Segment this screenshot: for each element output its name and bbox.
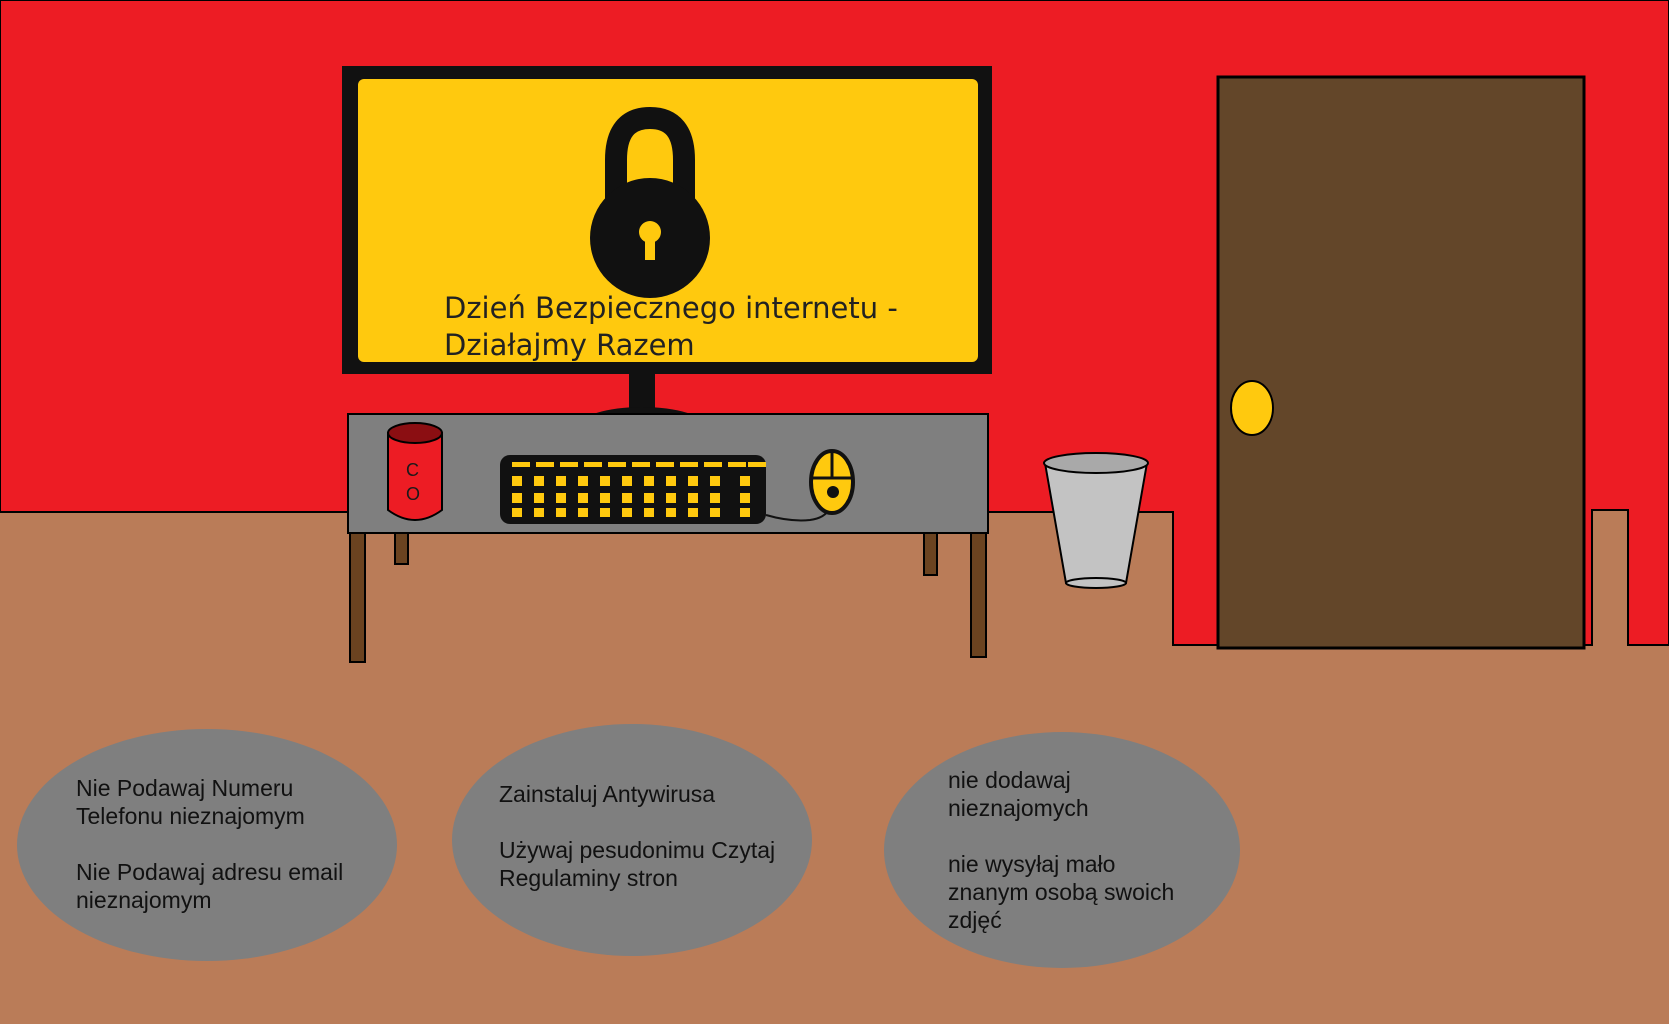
tip-2-line-a: Zainstaluj Antywirusa (499, 781, 716, 807)
tip-bubble-2 (452, 724, 812, 956)
keyboard-key[interactable] (632, 462, 650, 467)
keyboard-key[interactable] (556, 508, 566, 517)
keyboard-key[interactable] (644, 508, 654, 517)
screen-title-line-1: Dzień Bezpiecznego internetu - (444, 291, 898, 325)
keyboard-key[interactable] (512, 462, 530, 467)
keyboard-key[interactable] (644, 476, 654, 486)
keyboard-key[interactable] (584, 462, 602, 467)
keyboard-key[interactable] (534, 508, 544, 517)
keyboard-key[interactable] (578, 476, 588, 486)
keyboard-key[interactable] (622, 508, 632, 517)
screen-message: Dzień Bezpiecznego internetu - Działajmy… (444, 290, 964, 364)
keyboard-key[interactable] (666, 476, 676, 486)
can-letter-top: C (406, 460, 419, 480)
tip-1-line-a: Nie Podawaj Numeru Telefonu nieznajomym (76, 775, 305, 829)
keyboard-key[interactable] (688, 493, 698, 503)
keyboard-key[interactable] (748, 462, 766, 467)
keyboard-key[interactable] (710, 493, 720, 503)
keyboard-key[interactable] (600, 508, 610, 517)
keyboard-key[interactable] (512, 493, 522, 503)
desk-leg-left (349, 531, 366, 663)
keyboard-key[interactable] (534, 493, 544, 503)
tip-3-line-a: nie dodawaj nieznajomych (948, 767, 1089, 821)
door[interactable] (1216, 75, 1586, 650)
keyboard-key[interactable] (600, 476, 610, 486)
tip-bubble-1 (17, 729, 397, 961)
desk-leg-back-left (394, 531, 409, 565)
keyboard-key[interactable] (578, 493, 588, 503)
keyboard-key[interactable] (666, 508, 676, 517)
keyboard-key[interactable] (512, 476, 522, 486)
keyboard-key[interactable] (704, 462, 722, 467)
desk (347, 413, 989, 663)
keyhole-icon (639, 221, 661, 260)
keyboard-key[interactable] (608, 462, 626, 467)
keyboard-key[interactable] (534, 476, 544, 486)
keyboard[interactable] (500, 455, 766, 524)
keyboard-key[interactable] (688, 476, 698, 486)
keyboard-key[interactable] (556, 493, 566, 503)
keyboard-key[interactable] (622, 476, 632, 486)
keyboard-key[interactable] (622, 493, 632, 503)
keyboard-key[interactable] (688, 508, 698, 517)
keyboard-key[interactable] (728, 462, 746, 467)
keyboard-keys (512, 462, 766, 517)
keyboard-key[interactable] (644, 493, 654, 503)
mouse-wheel-icon (827, 486, 839, 498)
screen-title-line-2: Działajmy Razem (444, 328, 695, 362)
desk-leg-back-right (923, 531, 938, 576)
keyboard-key[interactable] (680, 462, 698, 467)
keyboard-key[interactable] (710, 508, 720, 517)
keyboard-key[interactable] (600, 493, 610, 503)
tip-bubble-3 (884, 732, 1240, 968)
trash-bin[interactable] (1043, 452, 1149, 589)
keyboard-key[interactable] (556, 476, 566, 486)
door-knob[interactable] (1230, 380, 1274, 436)
desk-leg-right (970, 531, 987, 658)
keyboard-key[interactable] (560, 462, 578, 467)
tip-2-line-b: Używaj pesudonimu Czytaj Regulaminy stro… (499, 837, 776, 891)
padlock-icon (590, 106, 710, 298)
keyboard-key[interactable] (578, 508, 588, 517)
keyboard-key[interactable] (740, 476, 750, 486)
can-letter-bottom: O (406, 484, 420, 504)
keyboard-key[interactable] (656, 462, 674, 467)
monitor[interactable] (342, 66, 992, 374)
keyboard-key[interactable] (740, 493, 750, 503)
keyboard-key[interactable] (740, 508, 750, 517)
tip-text-3: nie dodawaj nieznajomych nie wysyłaj mał… (948, 766, 1198, 934)
tip-text-2: Zainstaluj Antywirusa Używaj pesudonimu … (499, 780, 789, 892)
tip-3-line-b: nie wysyłaj mało znanym osobą swoich zdj… (948, 851, 1175, 933)
keyboard-key[interactable] (710, 476, 720, 486)
tip-text-1: Nie Podawaj Numeru Telefonu nieznajomym … (76, 774, 376, 914)
red-can: C O (387, 422, 443, 521)
tip-1-line-b: Nie Podawaj adresu email nieznajomym (76, 859, 344, 913)
keyboard-key[interactable] (666, 493, 676, 503)
keyboard-key[interactable] (512, 508, 522, 517)
mouse[interactable] (809, 449, 855, 515)
keyboard-key[interactable] (536, 462, 554, 467)
